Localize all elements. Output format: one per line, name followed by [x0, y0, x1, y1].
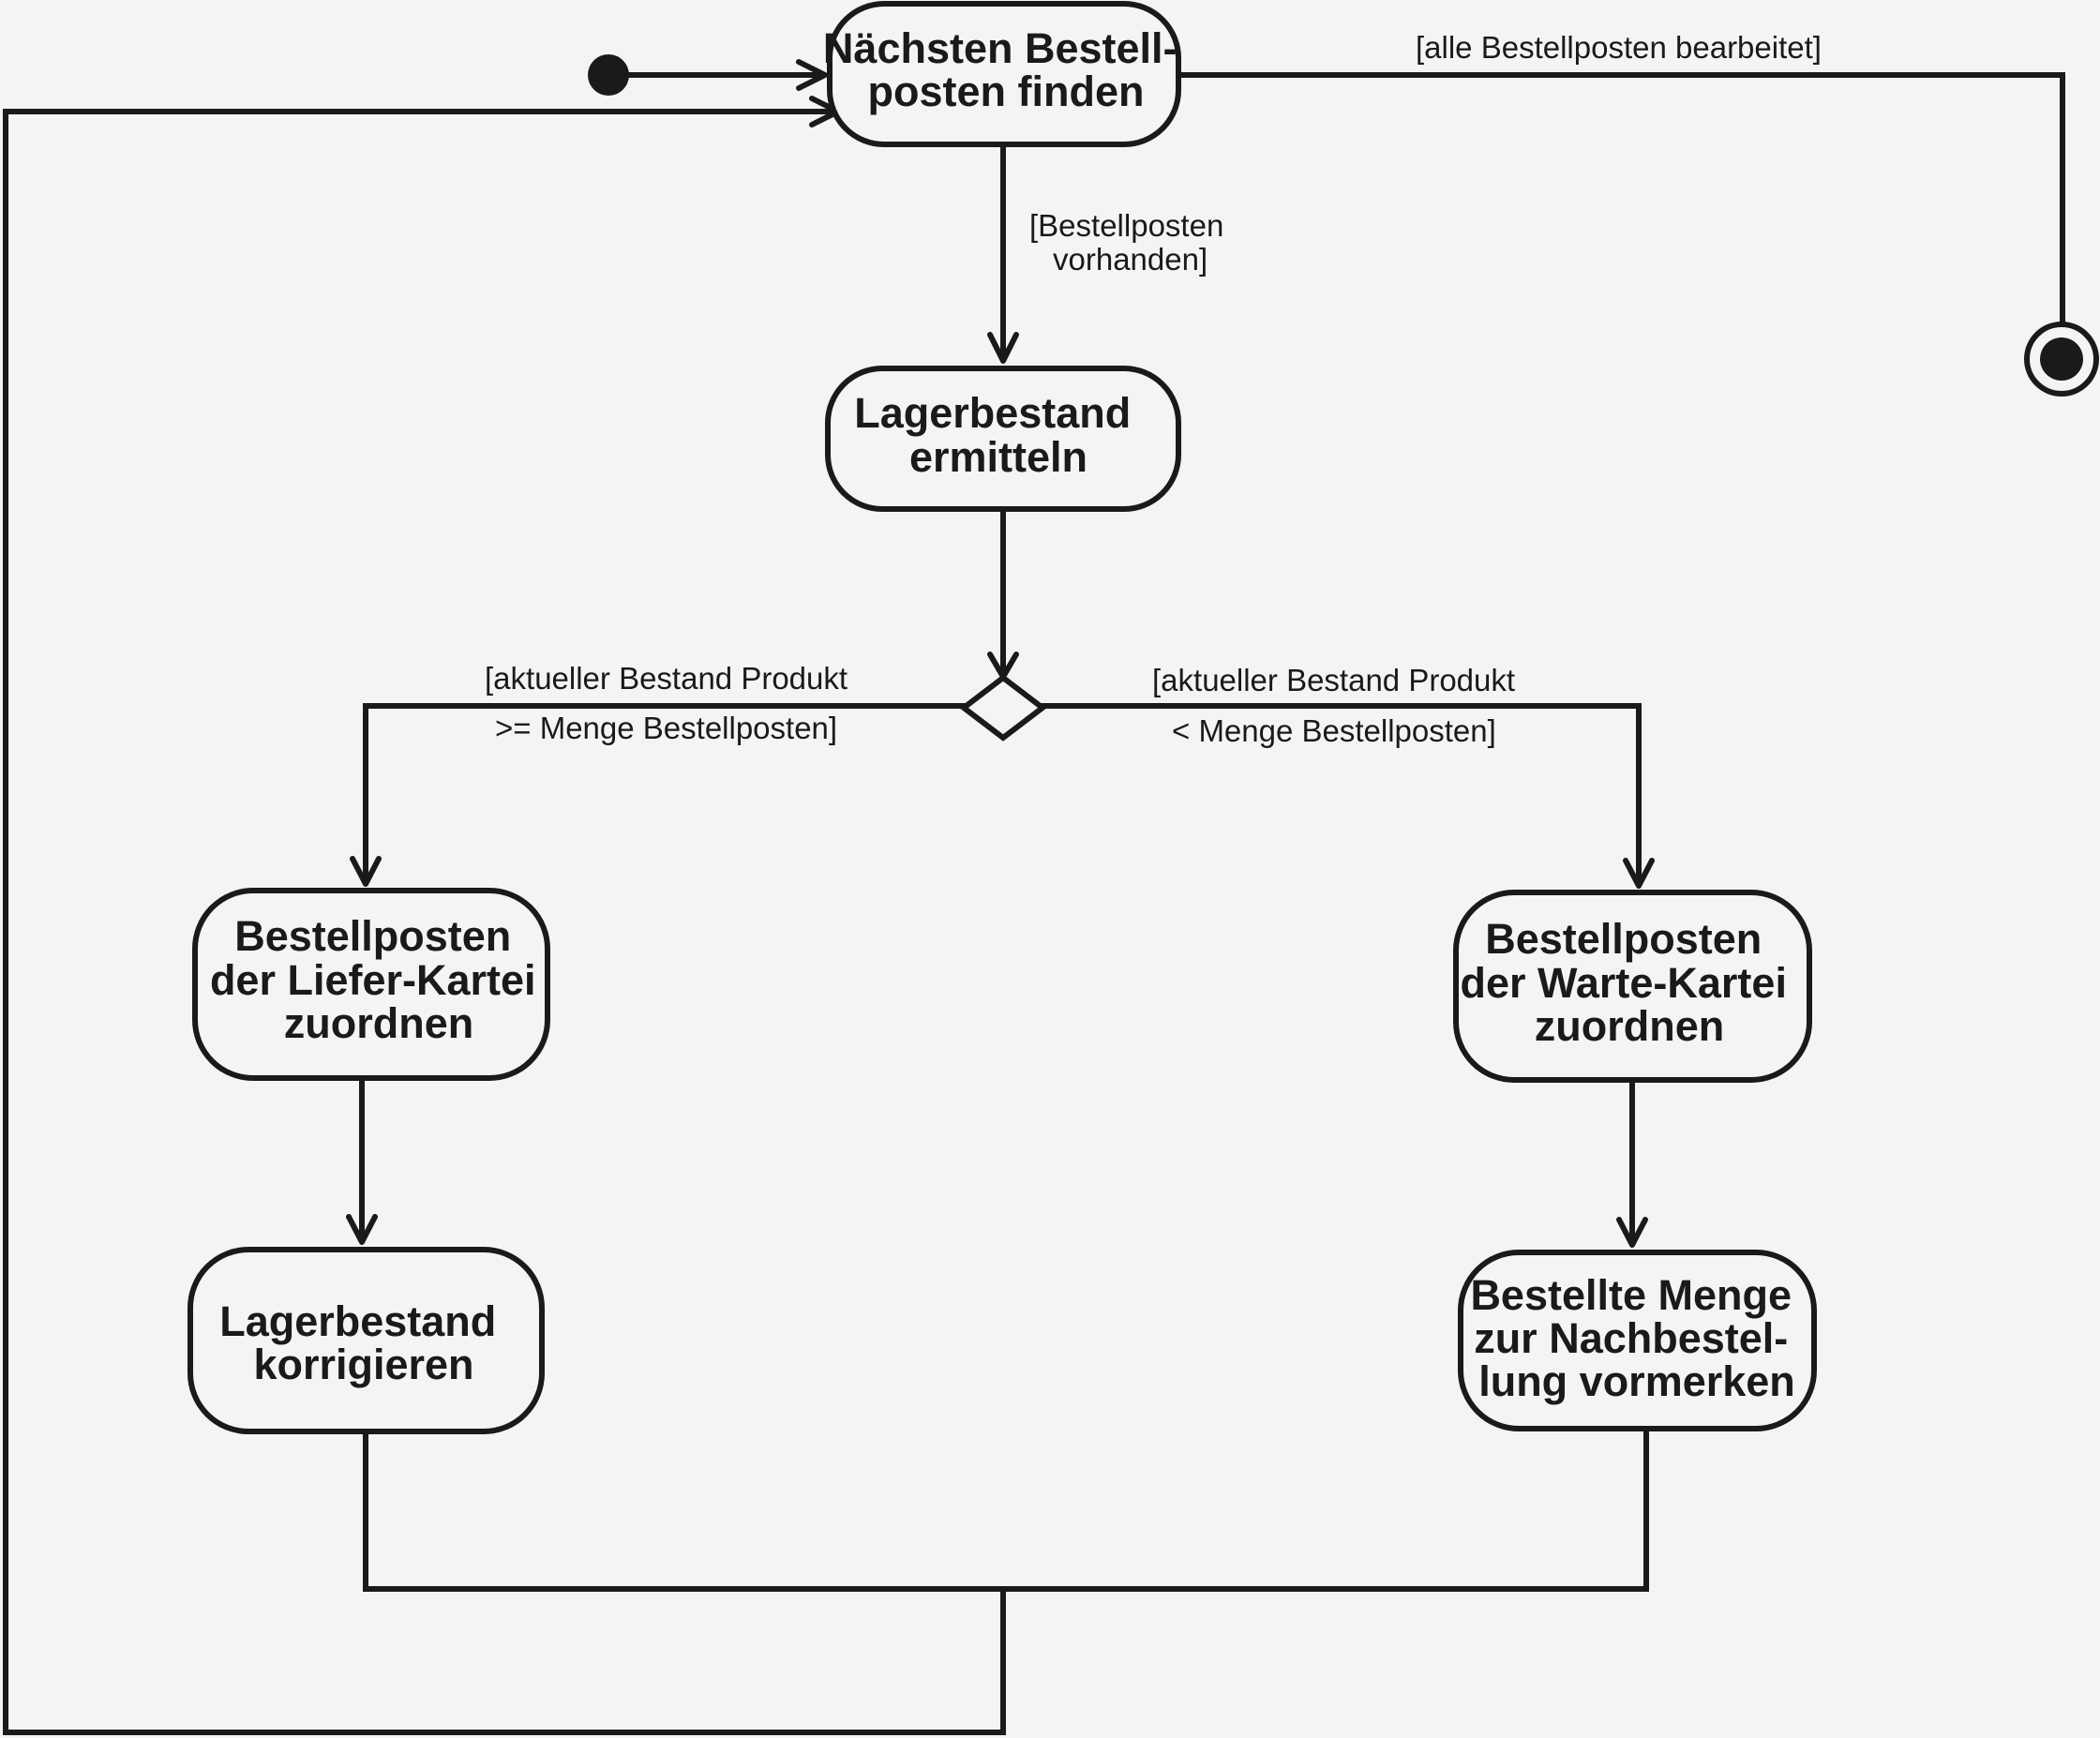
arrow-head-correct	[346, 1214, 378, 1245]
mark-reorder-line-1: Bestellte Menge	[1470, 1271, 1792, 1319]
svg-text:Lagerbestand korrigieren: Lagerbestand korrigieren	[219, 1297, 508, 1388]
guard-item-exists-line-1: [Bestellposten	[1029, 208, 1223, 243]
assign-waiting-line-3: zuordnen	[1535, 1002, 1724, 1050]
guard-stock-sufficient-line-2: >= Menge Bestellposten]	[495, 711, 837, 745]
guard-stock-insufficient-line-2: < Menge Bestellposten]	[1172, 713, 1496, 748]
mark-reorder-line-2: zur Nachbestel-	[1474, 1314, 1788, 1362]
edge-merge-join	[363, 1429, 1649, 1592]
guard-item-exists: [Bestellposten vorhanden]	[1029, 208, 1232, 277]
determine-stock-line-2: ermitteln	[909, 433, 1088, 481]
correct-stock-line-2: korrigieren	[253, 1341, 473, 1388]
arrow-head-delivery	[350, 856, 382, 887]
guard-all-items-processed: [alle Bestellposten bearbeitet]	[1416, 30, 1822, 65]
assign-waiting-line-1: Bestellposten	[1485, 915, 1762, 963]
final-node	[2024, 322, 2099, 397]
arrow-head-waiting	[1623, 858, 1655, 889]
action-find-next-item: Nächsten Bestell- posten finden	[823, 1, 1189, 147]
guard-stock-sufficient-line-1: [aktueller Bestand Produkt	[485, 661, 848, 696]
svg-text:Nächsten Bestell- posten: Nächsten Bestell- posten finden	[823, 24, 1189, 115]
arrow-head-reorder	[1616, 1217, 1648, 1248]
determine-stock-line-1: Lagerbestand	[854, 389, 1131, 437]
edge-find-to-final	[1178, 72, 2065, 356]
correct-stock-line-1: Lagerbestand	[219, 1297, 496, 1345]
decision-node	[959, 674, 1047, 742]
guard-stock-insufficient: [aktueller Bestand Produkt < Menge Beste…	[1152, 663, 1523, 748]
edges	[3, 72, 2065, 1735]
edge-decision-to-waiting	[1041, 703, 1642, 886]
assign-waiting-line-2: der Warte-Kartei	[1461, 959, 1787, 1007]
find-item-line-1: Nächsten Bestell-	[823, 24, 1178, 72]
action-mark-reorder: Bestellte Menge zur Nachbestel- lung vor…	[1458, 1250, 1817, 1431]
mark-reorder-line-3: lung vormerken	[1478, 1357, 1795, 1405]
svg-text:Lagerbestand ermitteln: Lagerbestand ermitteln	[854, 389, 1143, 481]
action-assign-waiting-file: Bestellposten der Warte-Kartei zuordnen	[1453, 890, 1812, 1083]
action-assign-delivery-file: Bestellposten der Liefer-Kartei zuordnen	[192, 888, 550, 1081]
assign-delivery-line-3: zuordnen	[284, 999, 473, 1047]
action-correct-stock: Lagerbestand korrigieren	[188, 1247, 545, 1434]
guard-stock-insufficient-line-1: [aktueller Bestand Produkt	[1152, 663, 1515, 697]
guard-item-exists-line-2: vorhanden]	[1053, 242, 1208, 277]
edge-decision-to-delivery	[363, 703, 966, 884]
assign-delivery-line-2: der Liefer-Kartei	[210, 956, 536, 1004]
arrow-head-determine	[987, 332, 1019, 364]
assign-delivery-line-1: Bestellposten	[234, 912, 511, 960]
action-determine-stock: Lagerbestand ermitteln	[825, 366, 1181, 512]
svg-text:Bestellposten der Warte-: Bestellposten der Warte-Kartei zuordnen	[1461, 915, 1799, 1050]
svg-text:Bestellposten der Liefer: Bestellposten der Liefer-Kartei zuordnen	[210, 912, 548, 1047]
edge-loop-back	[3, 109, 1006, 1735]
svg-text:Bestellte Menge zur Nach: Bestellte Menge zur Nachbestel- lung vor…	[1470, 1271, 1803, 1405]
initial-node	[588, 54, 629, 96]
find-item-line-2: posten finden	[868, 67, 1145, 115]
arrow-head-initial	[796, 59, 828, 91]
guard-stock-sufficient: [aktueller Bestand Produkt >= Menge Best…	[485, 661, 856, 745]
